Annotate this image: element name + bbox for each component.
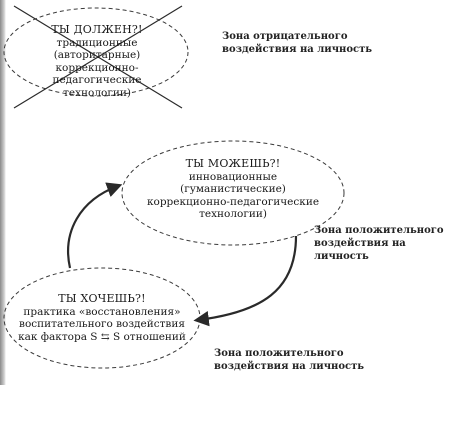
arrow-want-to-can	[67, 182, 123, 269]
zone-positive-right-line-1: Зона положительного	[314, 225, 444, 236]
arrow-can-to-want	[193, 235, 298, 327]
ellipse-can-heading: ТЫ МОЖЕШЬ?!	[185, 157, 281, 170]
zone-positive-right-line-3: личность	[314, 251, 369, 262]
ellipse-must-line-2: коррекционно-педагогические	[52, 61, 142, 87]
ellipse-want-heading: ТЫ ХОЧЕШЬ?!	[58, 292, 146, 305]
ellipse-want-text: ТЫ ХОЧЕШЬ?! практика «восстановления» во…	[14, 292, 190, 343]
ellipse-must-heading: ТЫ ДОЛЖЕН?!	[51, 23, 143, 36]
cross-line-2	[13, 5, 183, 109]
ellipse-want-line-3: как фактора S ⇆ S отношений	[18, 330, 186, 343]
zone-negative-line-1: Зона отрицательного	[222, 31, 348, 42]
zone-positive-bottom-line-2: воздействия на личность	[214, 361, 365, 372]
zone-positive-right-line-2: воздействия на	[314, 238, 406, 249]
ellipse-want-line-2: воспитательного воздействия	[19, 318, 185, 330]
ellipse-can-text: ТЫ МОЖЕШЬ?! инновационные (гуманистическ…	[140, 157, 326, 221]
ellipse-want-line-1: практика «восстановления»	[23, 305, 181, 318]
ellipse-can-line-1: инновационные	[188, 170, 278, 183]
zone-positive-bottom-line-1: Зона положительного	[214, 348, 344, 359]
zone-positive-right-label: Зона положительного воздействия на лично…	[314, 224, 449, 263]
zone-positive-bottom-label: Зона положительного воздействия на лично…	[214, 347, 414, 373]
ellipse-can-line-3: коррекционно-педагогические	[146, 195, 320, 208]
ellipse-must-line-1: традиционные (авторитарные)	[53, 36, 141, 62]
ellipse-can-line-4: технологии)	[199, 208, 267, 220]
ellipse-can	[121, 140, 345, 246]
zone-negative-line-2: воздействия на личность	[222, 44, 373, 55]
ellipse-can-line-2: (гуманистические)	[180, 183, 286, 195]
zone-negative-label: Зона отрицательного воздействия на лично…	[222, 30, 402, 56]
ellipse-must-line-3: технологии)	[63, 86, 131, 99]
ellipse-must	[3, 7, 189, 97]
ellipse-must-text: ТЫ ДОЛЖЕН?! традиционные (авторитарные) …	[14, 23, 180, 99]
page-edge-shadow	[0, 0, 6, 385]
